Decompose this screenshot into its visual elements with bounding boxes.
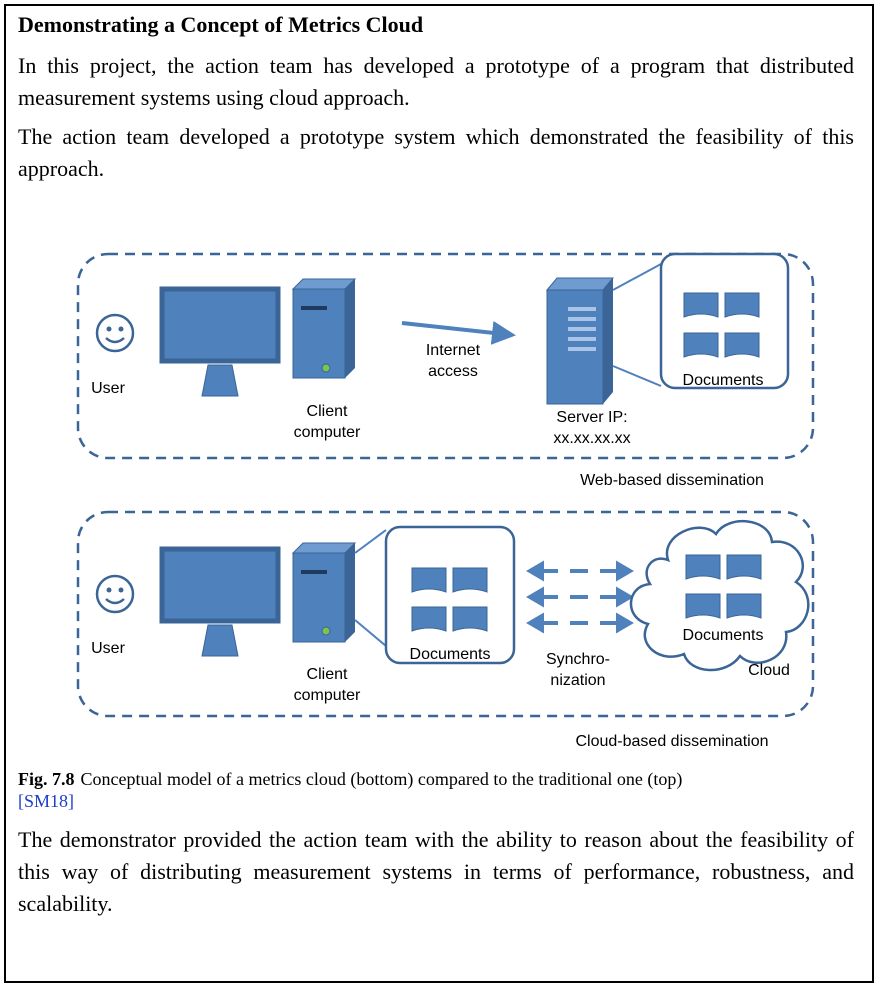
- document-icons: [411, 567, 488, 632]
- web-panel-label: Web-based dissemination: [580, 472, 764, 489]
- cloud-documents-label: Documents: [683, 627, 764, 644]
- client-documents-label: Documents: [410, 646, 491, 663]
- top-client-label-2: computer: [294, 424, 361, 441]
- document-icons: [685, 554, 762, 619]
- bottom-user-label: User: [91, 640, 125, 657]
- bottom-client-label-1: Client: [307, 666, 348, 683]
- sync-arrows: [526, 560, 634, 634]
- top-client-label-1: Client: [307, 403, 348, 420]
- computer-tower-icon: [291, 542, 357, 643]
- user-icon: [95, 313, 135, 353]
- sync-label-2: nization: [550, 672, 605, 689]
- paragraph-2: The action team developed a prototype sy…: [18, 124, 854, 181]
- user-icon: [95, 574, 135, 614]
- internet-arrow: [401, 320, 516, 345]
- monitor-icon: [159, 546, 281, 657]
- sync-label-1: Synchro-: [546, 651, 610, 668]
- internet-label-1: Internet: [426, 342, 481, 359]
- server-label-2: xx.xx.xx.xx: [553, 430, 630, 447]
- internet-label-2: access: [428, 363, 478, 380]
- document-icons: [683, 292, 760, 358]
- server-label-1: Server IP:: [556, 409, 627, 426]
- cloud-panel-label: Cloud-based dissemination: [576, 733, 769, 750]
- cloud-panel-border: [76, 510, 815, 718]
- bottom-client-label-2: computer: [294, 687, 361, 704]
- paragraph-1: In this project, the action team has dev…: [18, 53, 854, 110]
- monitor-icon: [159, 286, 281, 397]
- server-icon: [545, 277, 615, 405]
- top-documents-label: Documents: [683, 372, 764, 389]
- computer-tower-icon: [291, 278, 357, 379]
- caption-number: Fig. 7.8: [18, 769, 75, 789]
- cloud-label: Cloud: [748, 662, 790, 679]
- paragraph-3: The demonstrator provided the action tea…: [18, 827, 854, 916]
- web-panel-border: [76, 252, 815, 460]
- documents-box: [659, 252, 790, 390]
- caption-text: Conceptual model of a metrics cloud (bot…: [80, 769, 683, 789]
- citation-link[interactable]: [SM18]: [18, 791, 75, 811]
- box-title: Demonstrating a Concept of Metrics Cloud: [18, 12, 424, 37]
- sidebar-box: [4, 4, 874, 983]
- top-user-label: User: [91, 380, 125, 397]
- client-documents-box: [384, 525, 516, 665]
